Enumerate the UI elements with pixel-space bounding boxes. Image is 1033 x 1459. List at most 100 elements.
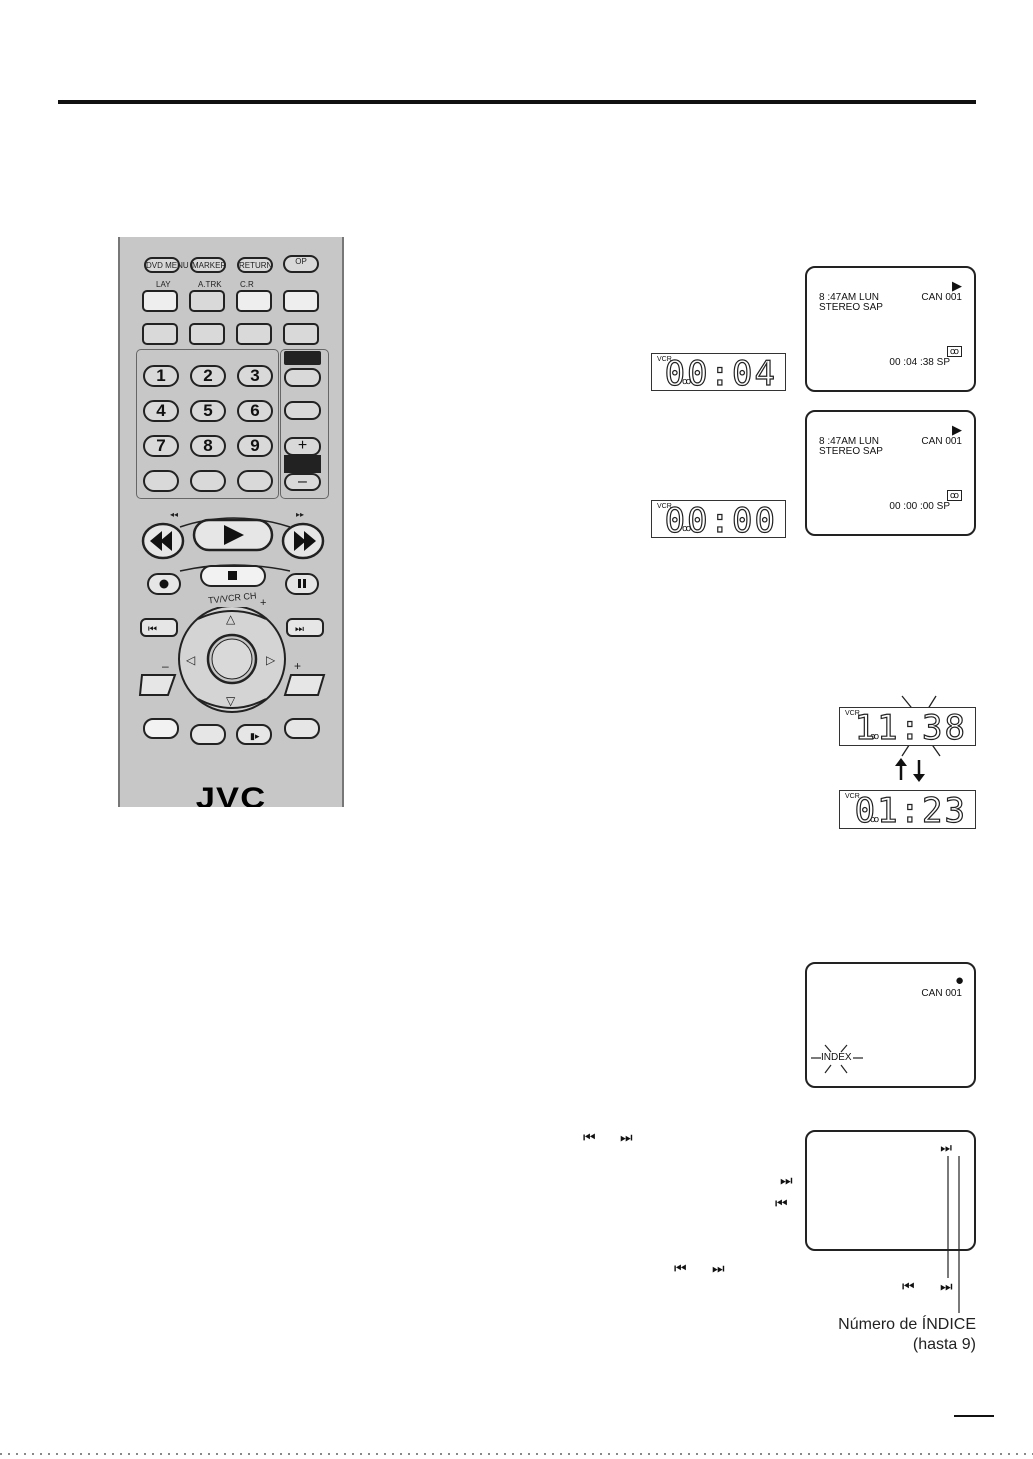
- clock-text: 8 :47AM LUN: [819, 436, 880, 447]
- vcr-display-label: VCR: [845, 710, 860, 717]
- channel-text: CAN 001: [921, 988, 962, 999]
- side-key-1[interactable]: [284, 368, 321, 387]
- keypad-frame: [136, 349, 279, 499]
- vcr-display-time: 01:23: [854, 791, 967, 831]
- blank-key-2[interactable]: [190, 470, 226, 492]
- vcr-display-time: 00:00: [664, 501, 777, 541]
- remote-control-illustration: DVD MENU MARKER RETURN OP LAY A.TRK C.R …: [118, 237, 344, 807]
- vcr-display-label: VCR: [657, 356, 672, 363]
- volume-plus-button[interactable]: +: [284, 437, 321, 456]
- vcr-display-time: 00:04: [664, 354, 777, 394]
- svg-text:▮▸: ▮▸: [250, 731, 260, 741]
- svg-text:◁: ◁: [186, 653, 196, 667]
- cassette-icon: ꝏ: [946, 346, 962, 357]
- tv-screen-2: ▶ 8 :47AM LUN CAN 001 STEREO SAP ꝏ 00 :0…: [805, 410, 976, 536]
- audio-text: STEREO SAP: [819, 302, 883, 313]
- skip-forward-icon: ⏭: [940, 1278, 953, 1294]
- page-number-rule: [954, 1415, 994, 1417]
- tv-screen-3: ● CAN 001 INDEX: [805, 962, 976, 1088]
- number-5-button[interactable]: 5: [190, 400, 226, 422]
- next-index-icon: ⏭: [940, 1140, 952, 1155]
- number-1-button[interactable]: 1: [143, 365, 179, 387]
- callout-lines: [947, 1156, 960, 1313]
- vcr-display-label: VCR: [845, 793, 860, 800]
- vcr-display-1: VCR ꝏ 00:04: [651, 353, 786, 394]
- play-mode-button[interactable]: [142, 290, 178, 312]
- index-blink-marks: [811, 1044, 863, 1074]
- svg-text:▷: ▷: [266, 653, 276, 667]
- black-key-middle[interactable]: [284, 455, 321, 473]
- play-icon: ▶: [952, 278, 962, 293]
- jvc-logo: JVC: [195, 782, 267, 807]
- return-button[interactable]: RETURN: [237, 257, 273, 273]
- number-3-button[interactable]: 3: [237, 365, 273, 387]
- navigation-pad: ⏮ ⏭ △ ▽ ◁ ▷ ▮▸: [138, 607, 326, 745]
- svg-text:⏮: ⏮: [148, 624, 157, 635]
- skip-forward-icon: ⏭: [780, 1172, 793, 1188]
- side-plus-label: +: [294, 659, 302, 673]
- svg-text:△: △: [226, 612, 236, 626]
- audio-track-button[interactable]: [189, 290, 225, 312]
- vcr-display-label: VCR: [657, 503, 672, 510]
- audio-text: STEREO SAP: [819, 446, 883, 457]
- vcr-display-time: 11:38: [854, 708, 967, 748]
- svg-text:▽: ▽: [226, 694, 236, 708]
- number-4-button[interactable]: 4: [143, 400, 179, 422]
- return-label: RETURN: [239, 261, 273, 270]
- side-key-2[interactable]: [284, 401, 321, 420]
- index-number-caption: Número de ÍNDICE: [838, 1316, 976, 1333]
- blank-key-3[interactable]: [237, 470, 273, 492]
- row3-button-4[interactable]: [283, 323, 319, 345]
- tape-counter-text: 00 :04 :38 SP: [889, 357, 950, 368]
- svg-text:◂◂: ◂◂: [170, 510, 178, 519]
- header-rule: [58, 100, 976, 104]
- ch-plus-label: +: [260, 597, 267, 609]
- marker-button[interactable]: MARKER: [190, 257, 226, 273]
- bottom-trim-line: [0, 1453, 1033, 1455]
- dvd-menu-button[interactable]: DVD MENU: [144, 257, 189, 273]
- number-2-button[interactable]: 2: [190, 365, 226, 387]
- clock-text: 8 :47AM LUN: [819, 292, 880, 303]
- black-key-top[interactable]: [284, 351, 321, 365]
- number-7-button[interactable]: 7: [143, 435, 179, 457]
- toggle-arrows-icon: [895, 758, 925, 782]
- op-button[interactable]: OP: [283, 255, 319, 273]
- tv-screen-1: ▶ 8 :47AM LUN CAN 001 STEREO SAP ꝏ 00 :0…: [805, 266, 976, 392]
- channel-text: CAN 001: [921, 436, 962, 447]
- lay-label: LAY: [156, 280, 171, 289]
- number-9-button[interactable]: 9: [237, 435, 273, 457]
- tape-icon: ꝏ: [682, 523, 692, 533]
- function-button[interactable]: [283, 290, 319, 312]
- vcr-display-4: VCR ꝏ 01:23: [839, 790, 976, 829]
- vcr-display-3: VCR ꝏ 11:38: [839, 707, 976, 746]
- counter-reset-button[interactable]: [236, 290, 272, 312]
- svg-text:⏭: ⏭: [295, 624, 304, 635]
- skip-back-icon: ⏮: [674, 1260, 687, 1276]
- side-keypad-frame: [280, 349, 329, 499]
- volume-minus-button[interactable]: –: [284, 473, 321, 491]
- blank-key-1[interactable]: [143, 470, 179, 492]
- cr-label: C.R: [240, 280, 254, 289]
- record-icon: ●: [954, 972, 964, 989]
- tape-icon: ꝏ: [870, 814, 880, 824]
- row3-button-2[interactable]: [189, 323, 225, 345]
- number-8-button[interactable]: 8: [190, 435, 226, 457]
- skip-forward-icon: ⏭: [712, 1260, 725, 1276]
- row3-button-1[interactable]: [142, 323, 178, 345]
- row3-button-3[interactable]: [236, 323, 272, 345]
- op-label: OP: [295, 257, 307, 266]
- channel-text: CAN 001: [921, 292, 962, 303]
- vcr-display-2: VCR ꝏ 00:00: [651, 500, 786, 541]
- transport-controls: ◂◂ ▸▸: [141, 510, 325, 595]
- skip-back-icon: ⏮: [583, 1129, 596, 1145]
- svg-text:▸▸: ▸▸: [296, 510, 304, 519]
- atrk-label: A.TRK: [198, 280, 222, 289]
- skip-forward-icon: ⏭: [620, 1129, 633, 1145]
- dvd-menu-label: DVD MENU: [146, 261, 189, 270]
- number-6-button[interactable]: 6: [237, 400, 273, 422]
- skip-back-icon: ⏮: [902, 1278, 915, 1294]
- play-icon: ▶: [952, 422, 962, 437]
- tape-counter-text: 00 :00 :00 SP: [889, 501, 950, 512]
- cassette-icon: ꝏ: [946, 490, 962, 501]
- index-text: INDEX: [821, 1052, 852, 1063]
